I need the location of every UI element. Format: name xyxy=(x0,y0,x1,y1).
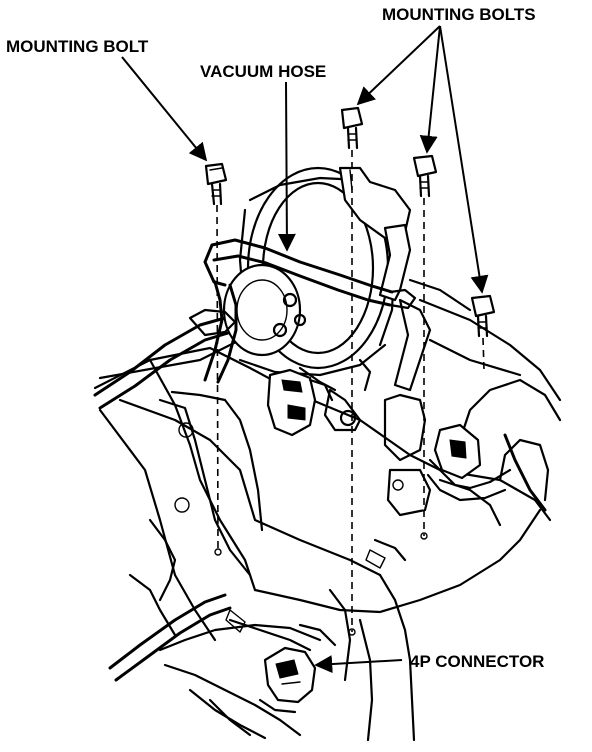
alignment-lines xyxy=(214,150,485,636)
mounting-bolt-right-lower xyxy=(470,294,496,338)
leader-vacuum-hose xyxy=(277,81,296,252)
mounting-bolt-left xyxy=(204,162,228,206)
leader-arrows xyxy=(121,25,489,674)
callout-mounting-bolt: MOUNTING BOLT xyxy=(6,37,149,56)
4p-connector xyxy=(258,646,317,714)
leader-4p-connector xyxy=(314,655,403,674)
right-connector xyxy=(433,423,482,480)
leader-mounting-bolt xyxy=(121,56,208,162)
leader-bolts-center xyxy=(356,25,441,106)
wire-harness xyxy=(93,316,547,740)
mounting-bolt-center xyxy=(340,106,364,150)
leader-bolts-right-upper xyxy=(419,25,441,154)
vacuum-hose xyxy=(188,238,417,384)
solenoid-valve xyxy=(266,368,334,437)
callout-vacuum-hose: VACUUM HOSE xyxy=(200,62,326,81)
callout-mounting-bolts: MOUNTING BOLTS xyxy=(382,5,536,24)
mounting-bolt-right-upper xyxy=(412,154,438,198)
callout-4p-connector: 4P CONNECTOR xyxy=(410,652,544,671)
leader-bolts-right-lower xyxy=(439,25,489,294)
